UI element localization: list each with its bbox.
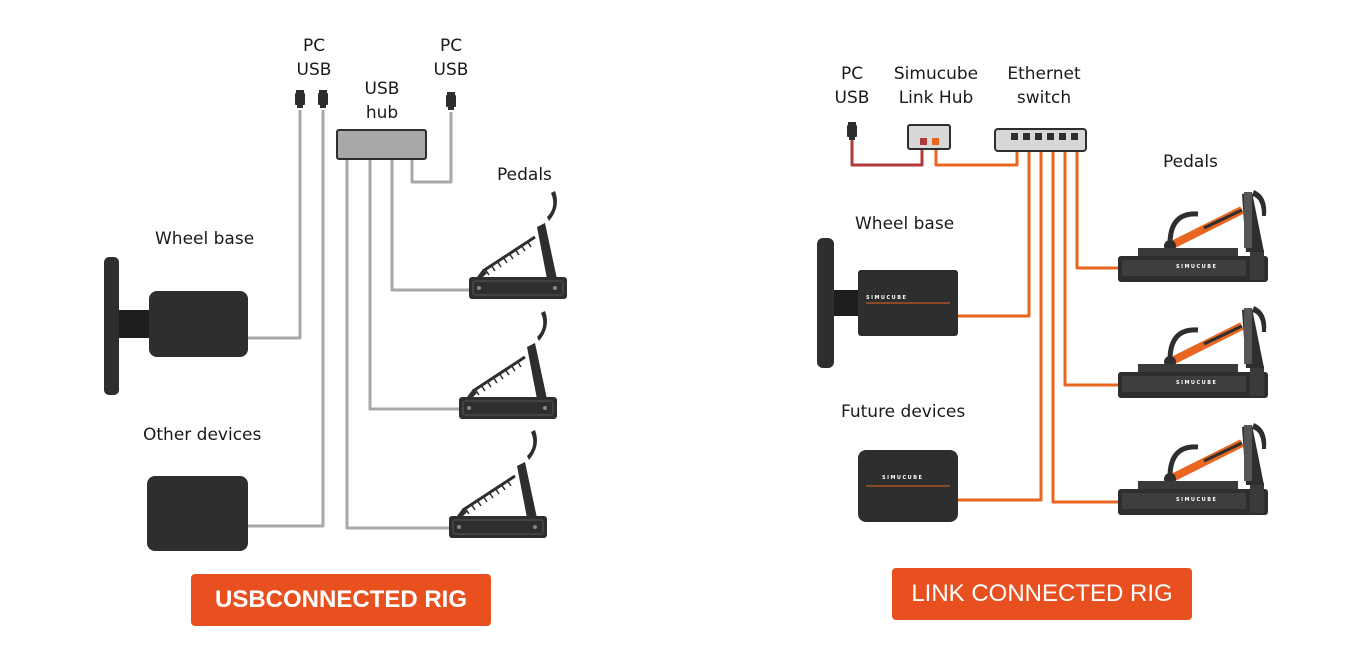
label-line: Link Hub: [898, 88, 974, 108]
label-line: USB: [364, 79, 400, 99]
usb-plug-icon: [847, 122, 857, 140]
simucube-brand-text: SIMUCUBE: [1176, 497, 1218, 503]
label-line: Simucube: [893, 64, 979, 84]
link-hub-label: Simucube Link Hub: [886, 62, 986, 110]
simucube-brand-text: SIMUCUBE: [1176, 264, 1218, 270]
simucube-brand-text: SIMUCUBE: [1176, 380, 1218, 386]
label-line: switch: [1016, 88, 1072, 108]
pedals-label: Pedals: [497, 165, 552, 185]
label-line: PC: [840, 64, 864, 84]
usb-rig-caption: USBCONNECTED RIG: [191, 574, 491, 626]
future-devices-label: Future devices: [841, 402, 966, 422]
label-line: USB: [834, 88, 870, 108]
link-pedals-label: Pedals: [1163, 152, 1218, 172]
other-devices-label: Other devices: [143, 425, 262, 445]
label-line: USB: [296, 60, 332, 80]
simucube-link-hub-icon: [907, 124, 951, 150]
link-pc-usb-label: PC USB: [830, 62, 874, 110]
wheel-base-label: Wheel base: [155, 229, 255, 249]
label-line: PC: [439, 36, 463, 56]
simucube-wheel-base-icon: [817, 238, 958, 368]
pc-usb-label-right: PC USB: [429, 34, 473, 82]
pc-usb-label-left: PC USB: [292, 34, 336, 82]
ethernet-switch-icon: [994, 128, 1087, 152]
usb-plug-icon: [318, 90, 328, 108]
simucube-brand-text: SIMUCUBE: [882, 475, 924, 481]
ethernet-switch-label: Ethernet switch: [996, 62, 1092, 110]
pedal-icon: [457, 309, 559, 421]
usb-plug-icon: [295, 90, 305, 108]
usb-cables: [248, 110, 470, 530]
usb-cable: [850, 140, 924, 167]
pedal-icon: [467, 189, 569, 301]
wheel-base-icon: [104, 257, 248, 395]
usb-plug-icon: [446, 92, 456, 110]
label-line: PC: [302, 36, 326, 56]
link-wheel-base-label: Wheel base: [855, 214, 955, 234]
label-line: Ethernet: [1007, 64, 1081, 84]
pedal-icon: [447, 428, 549, 540]
usb-hub-icon: [336, 129, 427, 160]
future-devices-icon: [858, 450, 958, 522]
link-rig-caption: LINK CONNECTED RIG: [892, 568, 1192, 620]
link-cables: [934, 147, 1120, 504]
label-line: hub: [365, 103, 399, 123]
simucube-brand-text: SIMUCUBE: [866, 295, 908, 301]
label-line: USB: [433, 60, 469, 80]
usb-hub-label: USB hub: [358, 77, 406, 125]
other-devices-icon: [147, 476, 248, 551]
